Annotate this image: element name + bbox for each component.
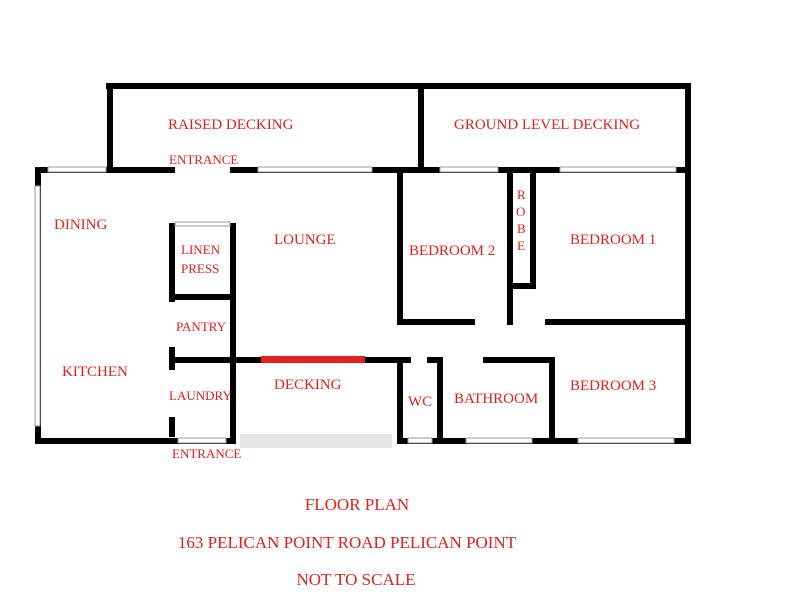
label-entrance-bottom: ENTRANCE — [172, 446, 241, 461]
window — [34, 185, 41, 427]
windows — [34, 166, 677, 444]
label-lounge: LOUNGE — [274, 232, 336, 248]
label-pantry: PANTRY — [176, 319, 227, 334]
label-wc: WC — [408, 394, 432, 410]
label-robe-b: B — [517, 221, 526, 236]
label-decking: DECKING — [274, 377, 342, 393]
label-laundry: LAUNDRY — [169, 388, 232, 403]
label-bedroom-1: BEDROOM 1 — [570, 232, 656, 248]
caption-note: NOT TO SCALE — [296, 570, 415, 589]
window — [47, 166, 107, 173]
label-bathroom: BATHROOM — [454, 391, 538, 407]
lounge-decking-door — [261, 356, 365, 363]
pantry-window — [174, 221, 231, 227]
caption-title: FLOOR PLAN — [305, 495, 409, 514]
caption: FLOOR PLAN 163 PELICAN POINT ROAD PELICA… — [178, 495, 517, 589]
label-linen-line1: LINEN — [181, 242, 221, 257]
label-dining: DINING — [54, 217, 107, 233]
label-ground-level-decking: GROUND LEVEL DECKING — [454, 117, 640, 133]
label-linen-line2: PRESS — [181, 261, 219, 276]
label-raised-decking: RAISED DECKING — [168, 117, 294, 133]
window — [257, 166, 373, 173]
window — [577, 437, 675, 444]
label-bedroom-2: BEDROOM 2 — [409, 243, 495, 259]
label-robe-r: R — [517, 187, 526, 202]
label-robe-o: O — [516, 204, 525, 219]
label-entrance-top: ENTRANCE — [169, 152, 238, 167]
caption-address: 163 PELICAN POINT ROAD PELICAN POINT — [178, 533, 517, 552]
label-bedroom-3: BEDROOM 3 — [570, 378, 656, 394]
window — [439, 166, 499, 173]
window — [465, 437, 533, 444]
label-kitchen: KITCHEN — [62, 364, 128, 380]
window — [407, 437, 433, 444]
window — [559, 166, 677, 173]
window — [177, 437, 227, 444]
room-labels: RAISED DECKING GROUND LEVEL DECKING ENTR… — [54, 117, 656, 461]
decking-sliding-door — [240, 434, 392, 448]
label-robe-e: E — [517, 238, 525, 253]
